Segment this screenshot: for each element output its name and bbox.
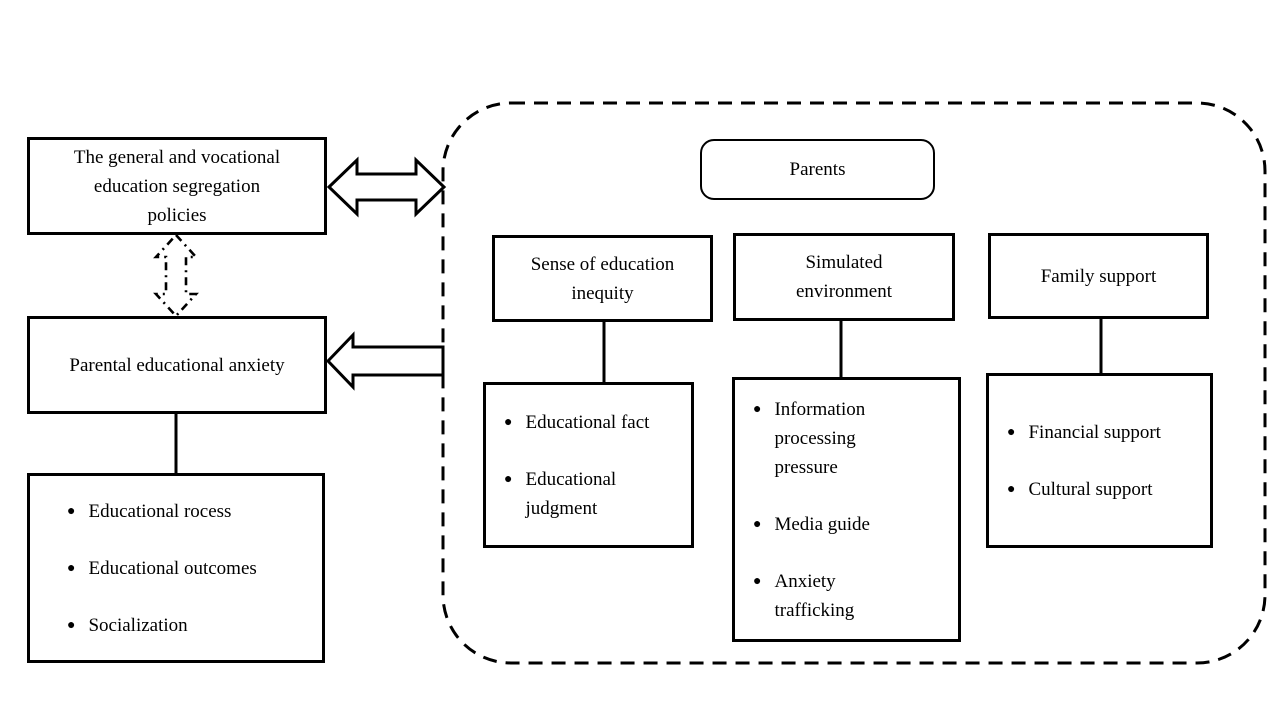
bullet-icon: ●	[504, 414, 513, 430]
family-support-items-box: ● Financial support ● Cultural support	[986, 373, 1213, 548]
list-item-label: Media guide	[774, 513, 870, 535]
list-item: ● Media guide	[753, 510, 958, 539]
bullet-icon: ●	[67, 560, 76, 576]
list-item-label: Educational fact	[525, 411, 650, 433]
parents-panel-dashed-border	[441, 101, 1267, 665]
bullet-icon: ●	[67, 503, 76, 519]
list-item: ● Educational judgment	[504, 465, 691, 523]
environment-items-list: ● Information processing pressure ● Medi…	[735, 395, 958, 625]
environment-items-box: ● Information processing pressure ● Medi…	[732, 377, 961, 642]
bullet-icon: ●	[67, 617, 76, 633]
list-item: ● Financial support	[1007, 418, 1210, 447]
list-item-label: Cultural support	[1028, 478, 1153, 500]
list-item-label: Educational judgment	[525, 468, 617, 519]
list-item-label: Socialization	[88, 614, 188, 636]
bullet-icon: ●	[504, 471, 513, 487]
environment-header-box: Simulated environment	[733, 233, 955, 321]
policy-anxiety-dashdot-arrow-icon	[153, 233, 199, 318]
bullet-icon: ●	[1007, 481, 1016, 497]
list-item-label: Anxiety trafficking	[774, 570, 855, 621]
list-item-label: Educational outcomes	[88, 557, 257, 579]
inequity-header-box: Sense of education inequity	[492, 235, 713, 322]
bullet-icon: ●	[753, 573, 762, 589]
list-item-label: Educational rocess	[88, 500, 232, 522]
outcomes-box: ● Educational rocess ● Educational outco…	[27, 473, 325, 663]
list-item: ● Anxiety trafficking	[753, 567, 958, 625]
list-item: ● Educational outcomes	[67, 554, 322, 583]
bullet-icon: ●	[753, 516, 762, 532]
policy-box: The general and vocational education seg…	[27, 137, 327, 235]
bullet-icon: ●	[1007, 424, 1016, 440]
anxiety-box: Parental educational anxiety	[27, 316, 327, 414]
list-item: ● Cultural support	[1007, 475, 1210, 504]
list-item: ● Information processing pressure	[753, 395, 958, 482]
list-item-label: Financial support	[1028, 421, 1161, 443]
parents-box: Parents	[700, 139, 935, 200]
family-support-items-list: ● Financial support ● Cultural support	[989, 418, 1210, 504]
list-item: ● Socialization	[67, 611, 322, 640]
inequity-items-list: ● Educational fact ● Educational judgmen…	[486, 408, 691, 523]
list-item: ● Educational rocess	[67, 497, 322, 526]
list-item-label: Information processing pressure	[774, 398, 866, 478]
outcomes-list: ● Educational rocess ● Educational outco…	[30, 497, 322, 640]
policy-parents-double-arrow-icon	[326, 156, 447, 218]
family-support-header-box: Family support	[988, 233, 1209, 319]
inequity-items-box: ● Educational fact ● Educational judgmen…	[483, 382, 694, 548]
parents-anxiety-arrow-icon	[325, 331, 445, 391]
list-item: ● Educational fact	[504, 408, 691, 437]
bullet-icon: ●	[753, 401, 762, 417]
